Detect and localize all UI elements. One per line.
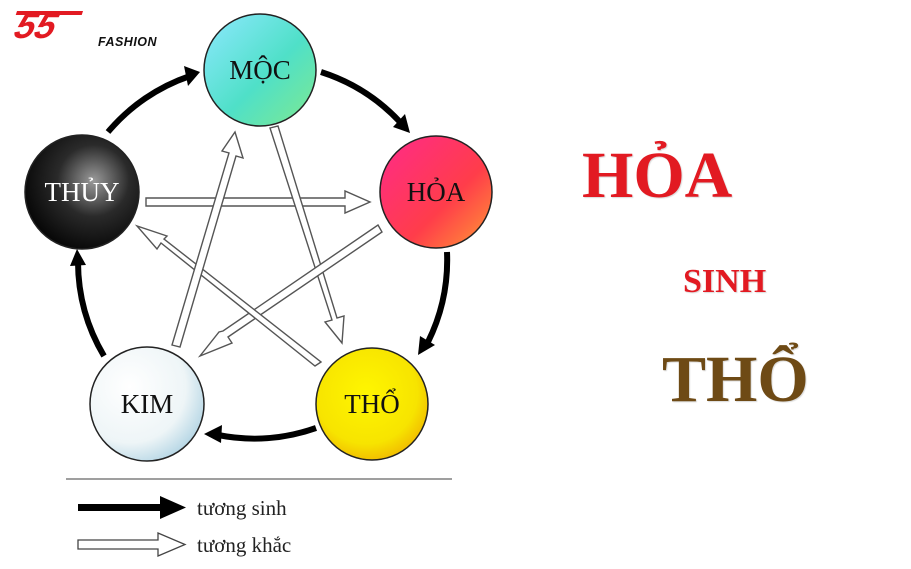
arrow-tho-to-kim-head	[204, 425, 222, 443]
node-moc-circle	[203, 13, 317, 127]
brand-name: FASHION	[98, 35, 158, 49]
legend-item-khac: tương khắc	[77, 532, 291, 557]
arrow-hoa-to-tho-head	[418, 336, 435, 355]
node-tho[interactable]: THỔ	[315, 347, 429, 461]
arrow-kim-to-thuy	[75, 261, 107, 358]
node-hoa[interactable]: HỎA	[379, 135, 493, 249]
arrow-hoa-to-tho	[425, 251, 451, 344]
node-hoa-circle	[379, 135, 493, 249]
brand-logo-mark: 55	[10, 6, 84, 46]
arrow-tho-to-thuy	[134, 224, 323, 367]
arrow-thuy-to-hoa	[145, 189, 372, 215]
arrow-moc-to-hoa	[320, 69, 403, 125]
brand-logo[interactable]: 55 FASHION	[10, 6, 170, 49]
node-tho-label: THỔ	[344, 388, 400, 419]
node-moc-label: MỘC	[229, 55, 291, 85]
arrow-hoa-to-kim	[197, 223, 383, 358]
legend: tương sinh tương khắc	[77, 496, 291, 557]
arrow-moc-to-tho	[269, 125, 345, 345]
brand-logo-bar	[15, 11, 84, 15]
arrow-kim-to-moc	[171, 130, 245, 348]
node-thuy[interactable]: THỦY	[24, 134, 140, 250]
controlling-star	[134, 125, 383, 367]
generating-cycle	[70, 66, 451, 443]
headline-element-2: THỔ	[662, 343, 809, 416]
arrow-thuy-to-moc-head	[184, 66, 200, 86]
node-kim-label: KIM	[121, 389, 174, 419]
node-kim-circle	[89, 346, 205, 462]
headline-relation: SINH	[683, 263, 767, 300]
node-thuy-label: THỦY	[45, 177, 120, 207]
arrow-tho-to-kim	[217, 425, 317, 442]
node-kim[interactable]: KIM	[89, 346, 205, 462]
legend-khac-label: tương khắc	[197, 533, 291, 557]
legend-hollow-arrow	[77, 532, 187, 557]
legend-sinh-label: tương sinh	[197, 496, 287, 520]
node-thuy-circle	[24, 134, 140, 250]
node-hoa-label: HỎA	[407, 177, 466, 207]
arrow-thuy-to-moc	[105, 73, 191, 134]
legend-black-arrow-shaft	[78, 504, 162, 511]
arrow-moc-to-hoa-head	[393, 114, 410, 133]
node-moc[interactable]: MỘC	[203, 13, 317, 127]
legend-black-arrow-head	[160, 496, 186, 519]
legend-item-sinh: tương sinh	[78, 496, 287, 520]
arrow-kim-to-thuy-head	[70, 249, 86, 266]
node-tho-circle	[315, 347, 429, 461]
headline-element-1: HỎA	[582, 139, 733, 212]
